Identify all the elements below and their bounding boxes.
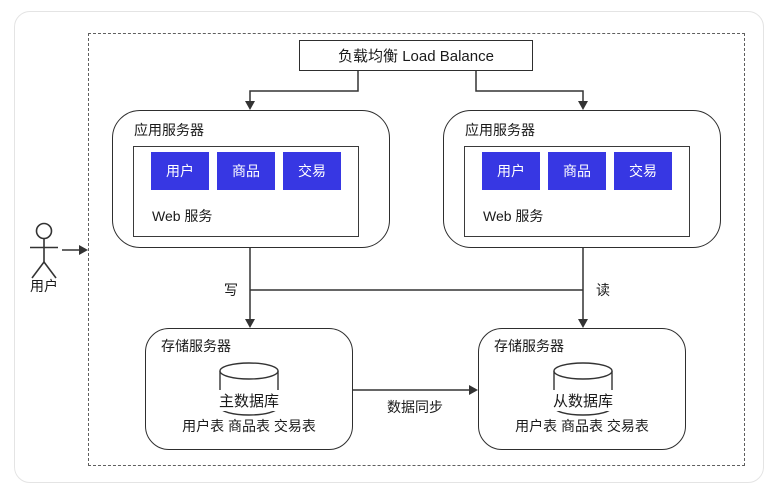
module-product: 商品 — [217, 152, 275, 190]
load-balancer-node: 负载均衡 Load Balance — [299, 40, 533, 71]
tables-label: 用户表 商品表 交易表 — [515, 418, 649, 434]
storage-server-node-left: 存储服务器 用户表 商品表 交易表 — [145, 328, 353, 450]
write-edge-label: 写 — [224, 282, 238, 298]
user-actor-label: 用户 — [30, 278, 58, 294]
storage-server-title: 存储服务器 — [494, 338, 564, 354]
tables-label: 用户表 商品表 交易表 — [182, 418, 316, 434]
app-server-node-left: 应用服务器 用户 商品 交易 Web 服务 — [112, 110, 390, 248]
sync-edge-label: 数据同步 — [387, 399, 443, 415]
app-server-title: 应用服务器 — [134, 122, 204, 138]
web-service-box: 用户 商品 交易 Web 服务 — [464, 146, 690, 237]
web-service-label: Web 服务 — [152, 208, 213, 224]
web-service-box: 用户 商品 交易 Web 服务 — [133, 146, 359, 237]
module-trade: 交易 — [283, 152, 341, 190]
load-balancer-label: 负载均衡 Load Balance — [338, 48, 494, 65]
module-trade: 交易 — [614, 152, 672, 190]
web-service-label: Web 服务 — [483, 208, 544, 224]
storage-server-title: 存储服务器 — [161, 338, 231, 354]
slave-db-label: 从数据库 — [549, 390, 617, 411]
system-boundary — [88, 33, 745, 466]
module-product: 商品 — [548, 152, 606, 190]
read-edge-label: 读 — [596, 282, 610, 298]
module-user: 用户 — [482, 152, 540, 190]
master-db-label: 主数据库 — [215, 390, 283, 411]
app-server-node-right: 应用服务器 用户 商品 交易 Web 服务 — [443, 110, 721, 248]
app-server-title: 应用服务器 — [465, 122, 535, 138]
module-user: 用户 — [151, 152, 209, 190]
storage-server-node-right: 存储服务器 用户表 商品表 交易表 — [478, 328, 686, 450]
